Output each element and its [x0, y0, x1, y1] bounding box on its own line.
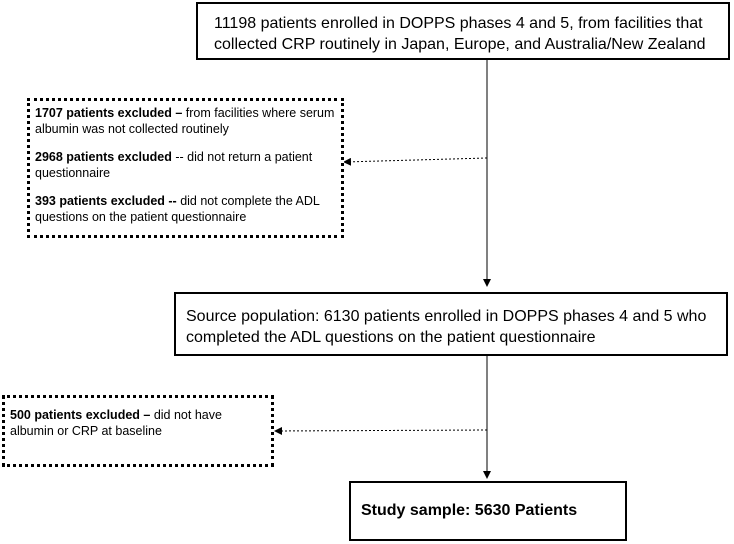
exclusion-item: 500 patients excluded – did not have alb… [10, 407, 265, 439]
exclusion-item: 1707 patients excluded – from facilities… [35, 105, 335, 137]
exclusion-box-1: 1707 patients excluded – from facilities… [27, 98, 344, 238]
exclusion-arrow-1 [343, 157, 488, 166]
study-sample-box: Study sample: 5630 Patients [349, 481, 627, 541]
exclusion-box-2: 500 patients excluded – did not have alb… [2, 395, 274, 467]
exclusion-reason: did not have albumin or CRP at baseline [10, 408, 222, 438]
source-population-box: Source population: 6130 patients enrolle… [174, 292, 728, 356]
exclusion-count: 393 patients excluded -- [35, 194, 177, 208]
exclusion-count: 500 patients excluded – [10, 408, 151, 422]
exclusion-item: 2968 patients excluded -- did not return… [35, 149, 335, 181]
exclusion-reason: did not complete the ADL questions on th… [35, 194, 320, 224]
exclusion-item: 393 patients excluded -- did not complet… [35, 193, 335, 225]
exclusion-count: 2968 patients excluded [35, 150, 172, 164]
exclusion-arrow-2 [274, 426, 488, 435]
exclusion-count: 1707 patients excluded – [35, 106, 183, 120]
enrollment-text: 11198 patients enrolled in DOPPS phases … [214, 15, 706, 53]
exclusion-reason: from facilities where serum albumin was … [35, 106, 335, 136]
enrollment-box: 11198 patients enrolled in DOPPS phases … [196, 2, 730, 60]
study-sample-text: Study sample: 5630 Patients [361, 502, 578, 519]
source-population-text: Source population: 6130 patients enrolle… [186, 308, 707, 346]
exclusion-reason: -- did not return a patient questionnair… [35, 150, 313, 180]
